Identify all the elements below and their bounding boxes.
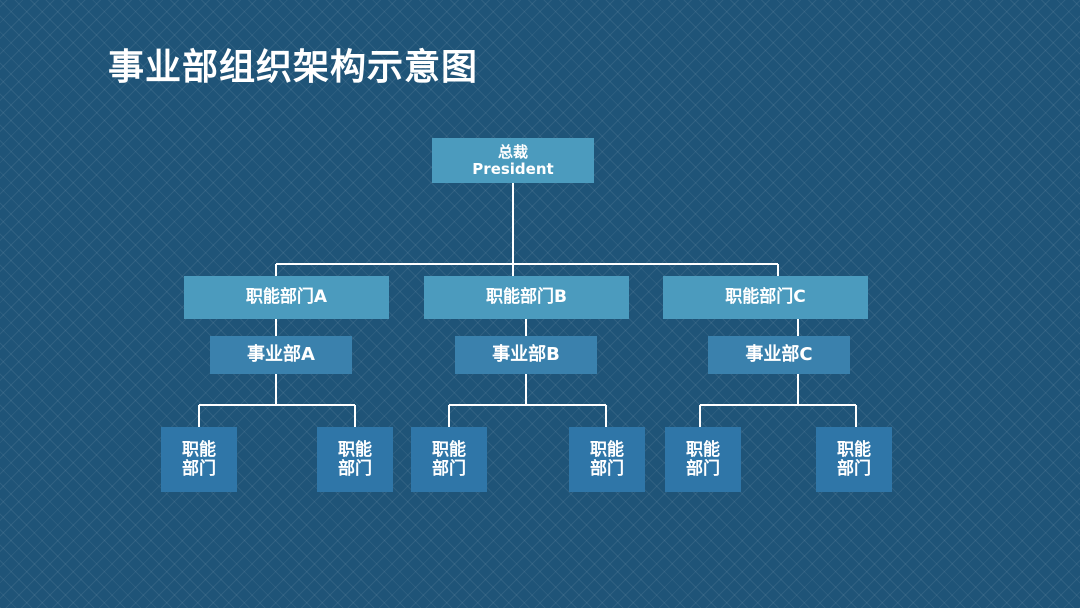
functional-dept-a-box: 职能部门A	[184, 276, 389, 319]
sub-unit-c1-line2: 部门	[686, 458, 720, 479]
sub-unit-a1-box: 职能 部门	[161, 427, 237, 492]
sub-unit-b2-line2: 部门	[590, 458, 624, 479]
sub-unit-c1-box: 职能 部门	[665, 427, 741, 492]
sub-unit-b1-line1: 职能	[432, 439, 466, 460]
sub-unit-a2-line2: 部门	[338, 458, 372, 479]
sub-unit-c2-line2: 部门	[837, 458, 871, 479]
business-unit-c-box: 事业部C	[708, 336, 850, 374]
business-unit-a-box: 事业部A	[210, 336, 352, 374]
sub-unit-a1-line1: 职能	[182, 439, 216, 460]
business-unit-b-box: 事业部B	[455, 336, 597, 374]
sub-unit-a1-line2: 部门	[182, 458, 216, 479]
business-unit-a-label: 事业部A	[247, 344, 315, 366]
functional-dept-b-box: 职能部门B	[424, 276, 629, 319]
sub-unit-b1-line2: 部门	[432, 458, 466, 479]
president-label-cn: 总裁	[497, 143, 528, 161]
sub-unit-a2-box: 职能 部门	[317, 427, 393, 492]
sub-unit-b1-box: 职能 部门	[411, 427, 487, 492]
sub-unit-c2-line1: 职能	[837, 439, 871, 460]
functional-dept-b-label: 职能部门B	[486, 287, 567, 308]
page-title: 事业部组织架构示意图	[108, 47, 479, 88]
business-unit-c-label: 事业部C	[745, 344, 813, 366]
business-unit-b-label: 事业部B	[492, 344, 560, 366]
president-label-en: President	[472, 159, 554, 178]
functional-dept-a-label: 职能部门A	[245, 287, 328, 308]
sub-unit-a2-line1: 职能	[338, 439, 372, 460]
functional-dept-c-box: 职能部门C	[663, 276, 868, 319]
functional-dept-c-label: 职能部门C	[725, 287, 806, 308]
sub-unit-c1-line1: 职能	[686, 439, 720, 460]
president-box: 总裁 President	[432, 138, 594, 183]
sub-unit-c2-box: 职能 部门	[816, 427, 892, 492]
sub-unit-b2-line1: 职能	[590, 439, 624, 460]
sub-unit-b2-box: 职能 部门	[569, 427, 645, 492]
